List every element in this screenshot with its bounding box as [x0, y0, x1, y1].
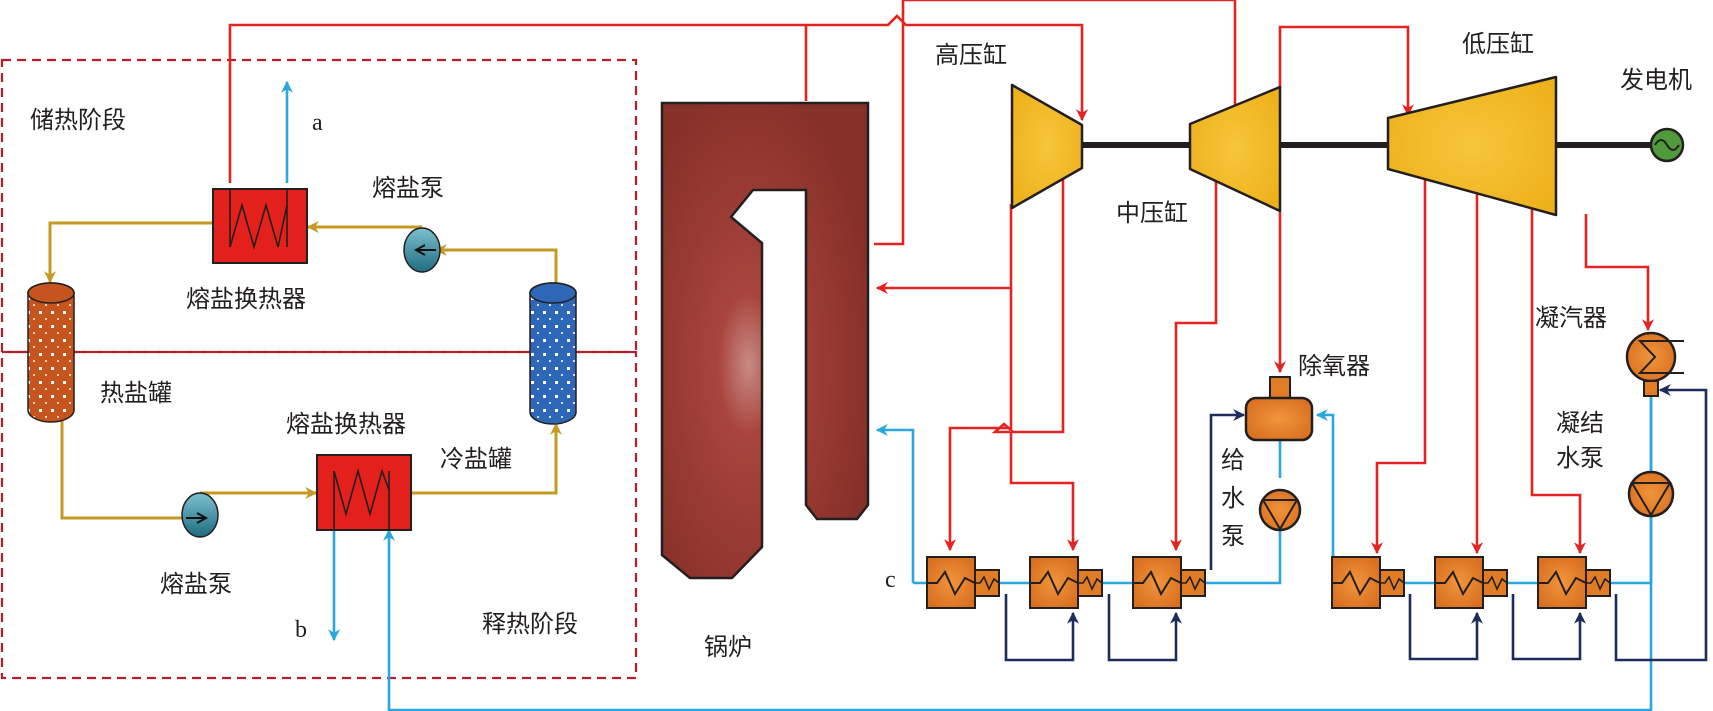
salt-lines — [44, 221, 562, 520]
feedwater-pump-label-3: 泵 — [1221, 522, 1245, 550]
boiler-label: 锅炉 — [704, 633, 752, 661]
condenser — [1625, 331, 1684, 397]
condenser-label: 凝汽器 — [1535, 304, 1607, 332]
feedwater-pump-icon — [1258, 488, 1302, 532]
hp-turbine-label: 高压缸 — [935, 41, 1007, 69]
feedwater-heaters — [926, 556, 1611, 609]
condensate-pump-label-2: 水泵 — [1556, 444, 1604, 472]
salt-pump-bottom-label: 熔盐泵 — [160, 570, 232, 598]
salt-pump-bottom-icon — [181, 492, 219, 538]
drain-lines — [1004, 384, 1708, 662]
cold-salt-tank — [529, 282, 577, 425]
salt-pump-top-icon — [403, 227, 441, 273]
ip-turbine — [1188, 85, 1282, 213]
boiler — [660, 101, 870, 580]
stream-label-b: b — [295, 617, 307, 643]
salt-hx-top-label: 熔盐换热器 — [186, 285, 306, 313]
feedwater-heater — [926, 556, 1000, 609]
lp-turbine-label: 低压缸 — [1462, 30, 1534, 58]
stream-label-c: c — [885, 567, 896, 593]
feedwater-pump-label-1: 给 — [1221, 446, 1245, 474]
feedwater-heater — [1029, 556, 1103, 609]
hot-tank-label: 热盐罐 — [100, 379, 172, 407]
release-phase-label: 释热阶段 — [482, 610, 578, 638]
ip-turbine-label: 中压缸 — [1116, 199, 1188, 227]
feedwater-heater — [1132, 556, 1206, 609]
condensate-pump-icon — [1627, 470, 1675, 518]
lp-turbine — [1386, 75, 1558, 217]
stream-label-a: a — [312, 110, 323, 136]
hp-turbine — [1010, 83, 1084, 210]
salt-pump-top-label: 熔盐泵 — [372, 174, 444, 202]
salt-hx-top — [212, 188, 308, 264]
steam-lines — [228, 0, 1654, 555]
feedwater-heater — [1331, 556, 1405, 609]
cold-tank-label: 冷盐罐 — [440, 445, 512, 473]
deaerator-label: 除氧器 — [1298, 352, 1370, 380]
generator-icon — [1649, 127, 1685, 163]
salt-hx-bottom-label: 熔盐换热器 — [286, 410, 406, 438]
deaerator — [1244, 376, 1314, 442]
feedwater-pump-label-2: 水 — [1221, 484, 1245, 512]
hot-salt-tank — [27, 282, 75, 423]
feedwater-heater — [1434, 556, 1508, 609]
feedwater-heater — [1537, 556, 1611, 609]
generator-label: 发电机 — [1620, 66, 1692, 94]
release-phase-region — [0, 350, 638, 680]
condensate-pump-label-1: 凝结 — [1556, 409, 1604, 437]
storage-phase-region — [0, 58, 638, 354]
salt-hx-bottom — [316, 454, 412, 531]
storage-phase-label: 储热阶段 — [30, 106, 126, 134]
